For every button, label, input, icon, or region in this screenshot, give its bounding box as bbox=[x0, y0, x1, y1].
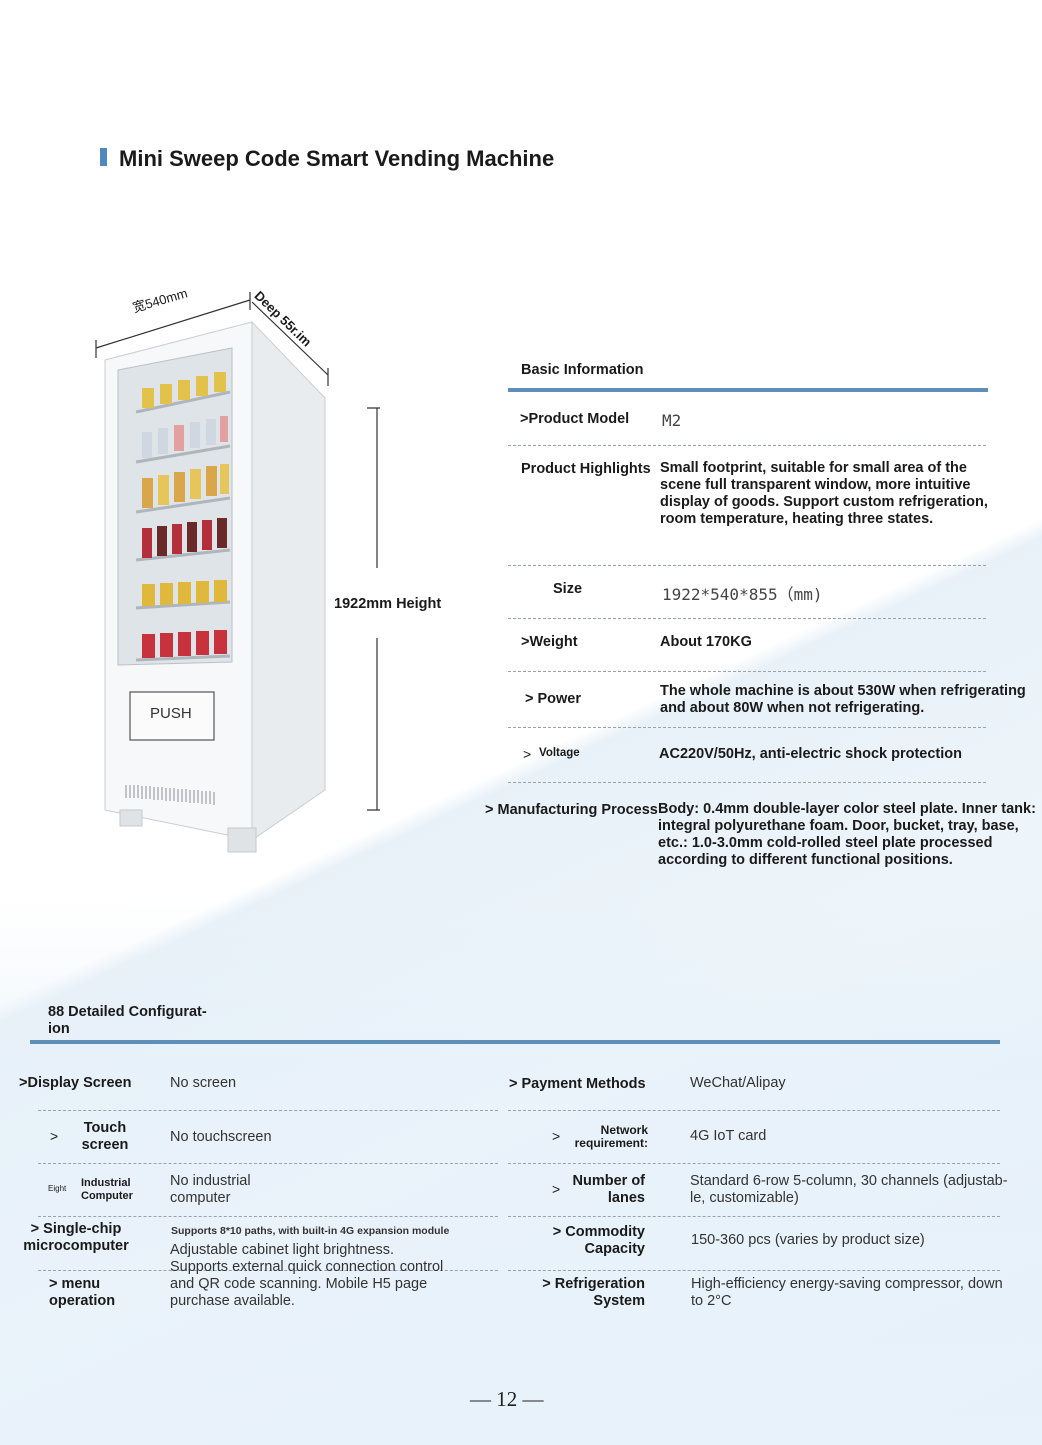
divider bbox=[508, 565, 986, 566]
commodity-capacity-value: 150-360 pcs (varies by product size) bbox=[691, 1232, 925, 1248]
divider bbox=[38, 1270, 498, 1271]
size-value: 1922*540*855（mm) bbox=[662, 585, 823, 604]
page-number: — 12 — bbox=[470, 1387, 544, 1411]
display-screen-label: >Display Screen bbox=[19, 1075, 132, 1091]
single-chip-label: > Single-chip microcomputer bbox=[23, 1221, 129, 1254]
power-value: The whole machine is about 530W when ref… bbox=[660, 683, 1026, 716]
divider bbox=[508, 1163, 1000, 1164]
divider bbox=[38, 1163, 498, 1164]
touch-screen-value: No touchscreen bbox=[170, 1129, 272, 1145]
product-model-label: >Product Model bbox=[520, 411, 630, 427]
industrial-computer-value: No industrial computer bbox=[170, 1173, 251, 1206]
lanes-prefix: > bbox=[552, 1181, 561, 1197]
detailed-config-rule bbox=[30, 1040, 1000, 1044]
network-label: Network requirement: bbox=[574, 1123, 648, 1150]
page-title: Mini Sweep Code Smart Vending Machine bbox=[119, 146, 555, 171]
weight-value: About 170KG bbox=[660, 634, 752, 650]
lanes-value: Standard 6-row 5-column, 30 channels (ad… bbox=[690, 1173, 1008, 1206]
divider bbox=[508, 1110, 1000, 1111]
refrigeration-system-label: > Refrigeration System bbox=[542, 1276, 645, 1309]
single-chip-value: Adjustable cabinet light brightness. bbox=[170, 1242, 395, 1258]
power-label: > Power bbox=[525, 691, 582, 707]
divider bbox=[508, 671, 986, 672]
basic-info-heading: Basic Information bbox=[521, 362, 644, 378]
industrial-computer-label: Industrial Computer bbox=[81, 1177, 133, 1202]
touch-screen-prefix: > bbox=[50, 1128, 59, 1144]
payment-methods-label: > Payment Methods bbox=[509, 1076, 646, 1092]
voltage-value: AC220V/50Hz, anti-electric shock protect… bbox=[659, 746, 962, 762]
divider bbox=[508, 618, 986, 619]
touch-screen-label: Touch screen bbox=[81, 1120, 129, 1153]
menu-operation-label: > menu operation bbox=[49, 1276, 116, 1309]
display-screen-value: No screen bbox=[170, 1075, 237, 1091]
divider bbox=[38, 1216, 498, 1217]
weight-label: >Weight bbox=[521, 634, 578, 650]
divider bbox=[508, 727, 986, 728]
product-highlights-label: Product Highlights bbox=[521, 461, 651, 477]
voltage-label: Voltage bbox=[539, 747, 580, 759]
manufacturing-process-value: Body: 0.4mm double-layer color steel pla… bbox=[658, 801, 1036, 868]
network-prefix: > bbox=[552, 1128, 561, 1144]
product-model-value: M2 bbox=[662, 411, 682, 430]
single-chip-note: Supports 8*10 paths, with built-in 4G ex… bbox=[171, 1225, 450, 1237]
product-highlights-value: Small footprint, suitable for small area… bbox=[660, 460, 988, 527]
background-wash-bottom bbox=[0, 900, 1042, 1445]
voltage-prefix: > bbox=[523, 746, 532, 762]
divider bbox=[508, 445, 986, 446]
lanes-label: Number of lanes bbox=[572, 1173, 646, 1206]
size-label: Size bbox=[553, 581, 583, 597]
refrigeration-system-value: High-efficiency energy-saving compressor… bbox=[691, 1276, 1003, 1309]
manufacturing-process-label: > Manufacturing Process bbox=[485, 802, 658, 818]
divider bbox=[508, 782, 986, 783]
commodity-capacity-label: > Commodity Capacity bbox=[552, 1224, 645, 1257]
divider bbox=[508, 1270, 1000, 1271]
push-label: PUSH bbox=[150, 705, 192, 722]
divider bbox=[38, 1110, 498, 1111]
vending-machine-illustration bbox=[95, 292, 380, 853]
height-dimension-label: 1922mm Height bbox=[334, 596, 442, 612]
industrial-computer-prefix: Eight bbox=[48, 1184, 67, 1193]
menu-operation-value: Supports external quick connection contr… bbox=[170, 1259, 444, 1309]
network-value: 4G IoT card bbox=[690, 1128, 767, 1144]
detailed-config-heading: 88 Detailed Configurat- ion bbox=[48, 1004, 207, 1037]
payment-methods-value: WeChat/Alipay bbox=[690, 1075, 786, 1091]
divider bbox=[508, 1216, 1000, 1217]
title-accent-bar bbox=[100, 148, 107, 166]
basic-info-rule bbox=[508, 388, 988, 392]
